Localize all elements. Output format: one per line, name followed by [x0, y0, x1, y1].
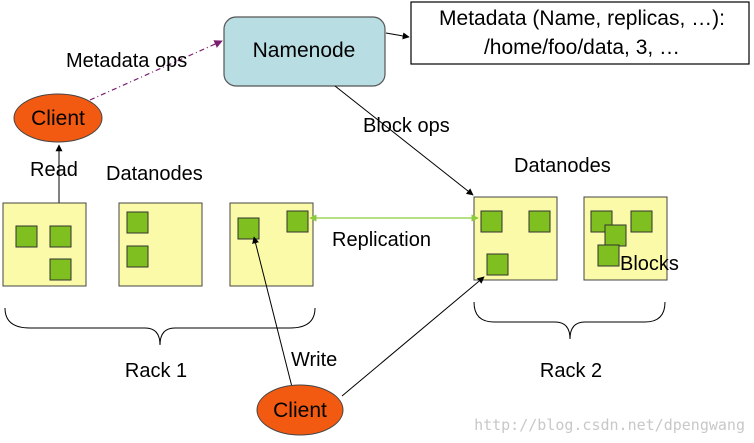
rack1-label: Rack 1 — [125, 360, 187, 382]
write-label: Write — [291, 349, 337, 371]
blocks-label: Blocks — [620, 253, 679, 275]
datanode-rack1-1 — [2, 202, 87, 287]
block-ops-label: Block ops — [363, 115, 450, 137]
datanode-rack1-2 — [118, 202, 203, 287]
datanode-rack2-2 — [583, 196, 668, 281]
rack1-brace — [4, 307, 316, 346]
metadata-ops-arrow — [89, 40, 223, 101]
datanodes-left-label: Datanodes — [106, 163, 203, 185]
metadata-line2: /home/foo/data, 3, … — [484, 36, 680, 59]
block — [286, 210, 309, 233]
block — [237, 217, 260, 240]
metadata-box: Metadata (Name, replicas, …): /home/foo/… — [410, 1, 750, 65]
read-label: Read — [30, 159, 78, 181]
client-bottom-label: Client — [273, 399, 327, 422]
block — [15, 225, 38, 248]
namenode-to-metadata-arrow — [385, 32, 410, 40]
replication-label: Replication — [332, 229, 431, 251]
namenode-label: Namenode — [253, 39, 356, 62]
client-top: Client — [13, 93, 103, 143]
write-arrow — [252, 236, 293, 388]
block-ops-arrow — [334, 85, 474, 196]
rack2-label: Rack 2 — [540, 360, 602, 382]
block — [126, 245, 149, 268]
metadata-line1: Metadata (Name, replicas, …): — [439, 7, 725, 30]
datanode-rack1-3 — [229, 202, 314, 287]
client-bottom: Client — [256, 384, 344, 436]
block — [597, 244, 620, 267]
rack2-brace — [473, 301, 666, 340]
metadata-ops-label: Metadata ops — [66, 50, 187, 72]
block — [480, 210, 503, 233]
block — [49, 258, 72, 281]
namenode-node: Namenode — [223, 16, 386, 87]
client-top-label: Client — [31, 107, 85, 130]
block — [528, 210, 551, 233]
block — [126, 211, 149, 234]
block — [49, 225, 72, 248]
block — [630, 210, 653, 233]
watermark-text: http://blog.csdn.net/dpengwang — [474, 416, 745, 434]
datanodes-right-label: Datanodes — [514, 155, 611, 177]
block — [604, 224, 627, 247]
block — [486, 253, 509, 276]
client-to-rack2-arrow — [341, 276, 485, 397]
datanode-rack2-1 — [473, 196, 558, 281]
